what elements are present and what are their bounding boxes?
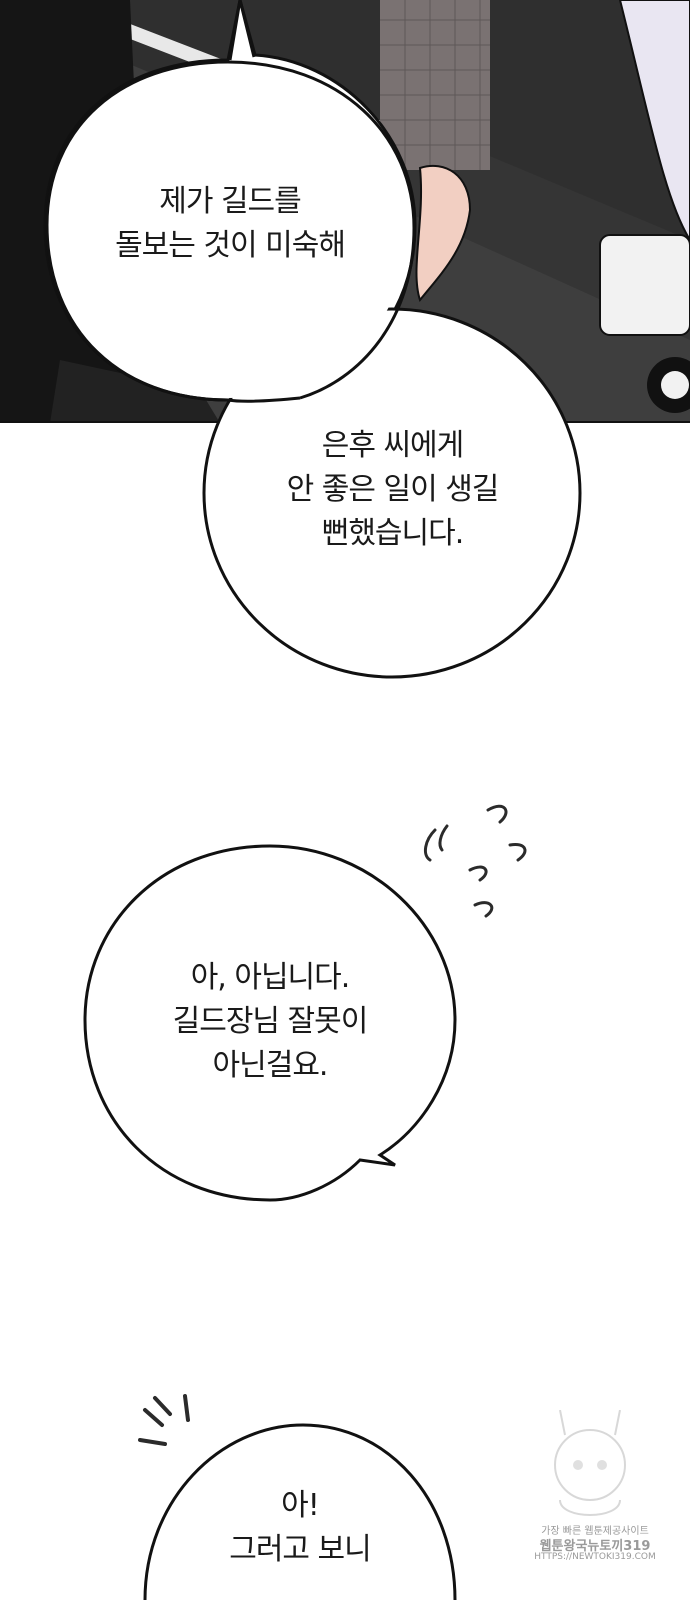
speech-text-3: 아, 아닙니다. 길드장님 잘못이 아닌걸요.: [100, 956, 440, 1088]
sweat-marks-icon: [423, 804, 527, 918]
speech-line: 뻔했습니다.: [321, 516, 465, 551]
speech-bubble-2: [202, 307, 582, 679]
watermark-line-1: 가장 빠른 웹툰제공사이트: [541, 1526, 649, 1537]
watermark-line-3: HTTPS://NEWTOKI319.COM: [534, 1552, 656, 1562]
watermark-mascot-icon: [554, 1410, 626, 1516]
speech-line: 제가 길드를: [159, 184, 302, 219]
watermark-line-2: 웹툰왕국뉴토끼319: [539, 1539, 651, 1554]
speech-line: 아!: [281, 1488, 320, 1523]
speech-line: 은후 씨에게: [321, 428, 465, 463]
speech-line: 아닌걸요.: [212, 1048, 329, 1083]
speech-line: 그러고 보니: [229, 1532, 372, 1567]
speech-text-2: 은후 씨에게 안 좋은 일이 생길 뻔했습니다.: [215, 424, 570, 556]
speech-line: 아, 아닙니다.: [190, 960, 351, 995]
speech-line: 돌보는 것이 미숙해: [115, 228, 346, 263]
speech-line: 길드장님 잘못이: [172, 1004, 369, 1039]
surprise-marks-icon: [138, 1394, 190, 1446]
speech-bubble-3: [83, 844, 457, 1202]
speech-text-1: 제가 길드를 돌보는 것이 미숙해: [60, 180, 400, 268]
speech-line: 안 좋은 일이 생길: [286, 472, 500, 507]
speech-bubble-4: [143, 1423, 457, 1600]
speech-text-4: 아! 그러고 보니: [150, 1484, 450, 1572]
